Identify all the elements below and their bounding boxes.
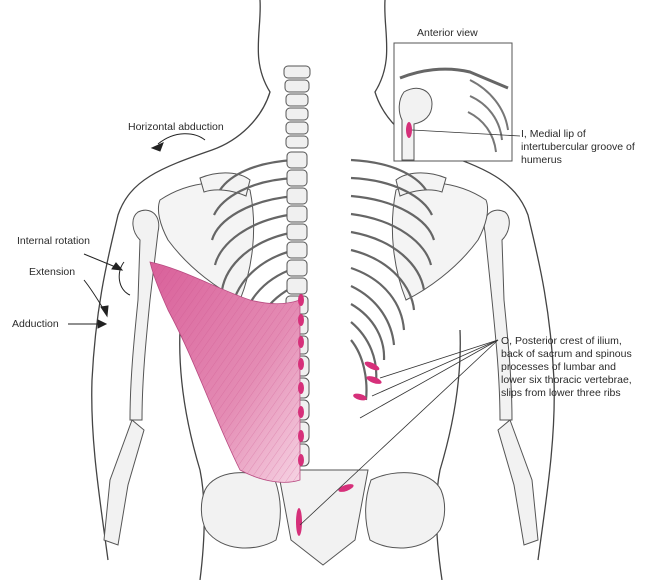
label-horizontal-abduction: Horizontal abduction [128,121,224,133]
action-arrows [68,133,206,329]
scapulae [157,172,489,301]
label-adduction: Adduction [12,318,59,330]
origin-attachments [296,294,382,536]
anterior-view-inset [393,42,521,162]
body-outline [91,0,555,580]
label-internal-rotation: Internal rotation [17,235,90,247]
label-extension: Extension [29,266,76,278]
label-origin: O, Posterior crest of ilium, back of sac… [501,335,632,399]
latissimus-dorsi-muscle [149,261,301,483]
inset-title: Anterior view [417,27,478,39]
origin-leader-lines [299,339,499,526]
label-insertion: I, Medial lip of intertubercular groove … [521,128,635,166]
pelvis [200,469,446,566]
